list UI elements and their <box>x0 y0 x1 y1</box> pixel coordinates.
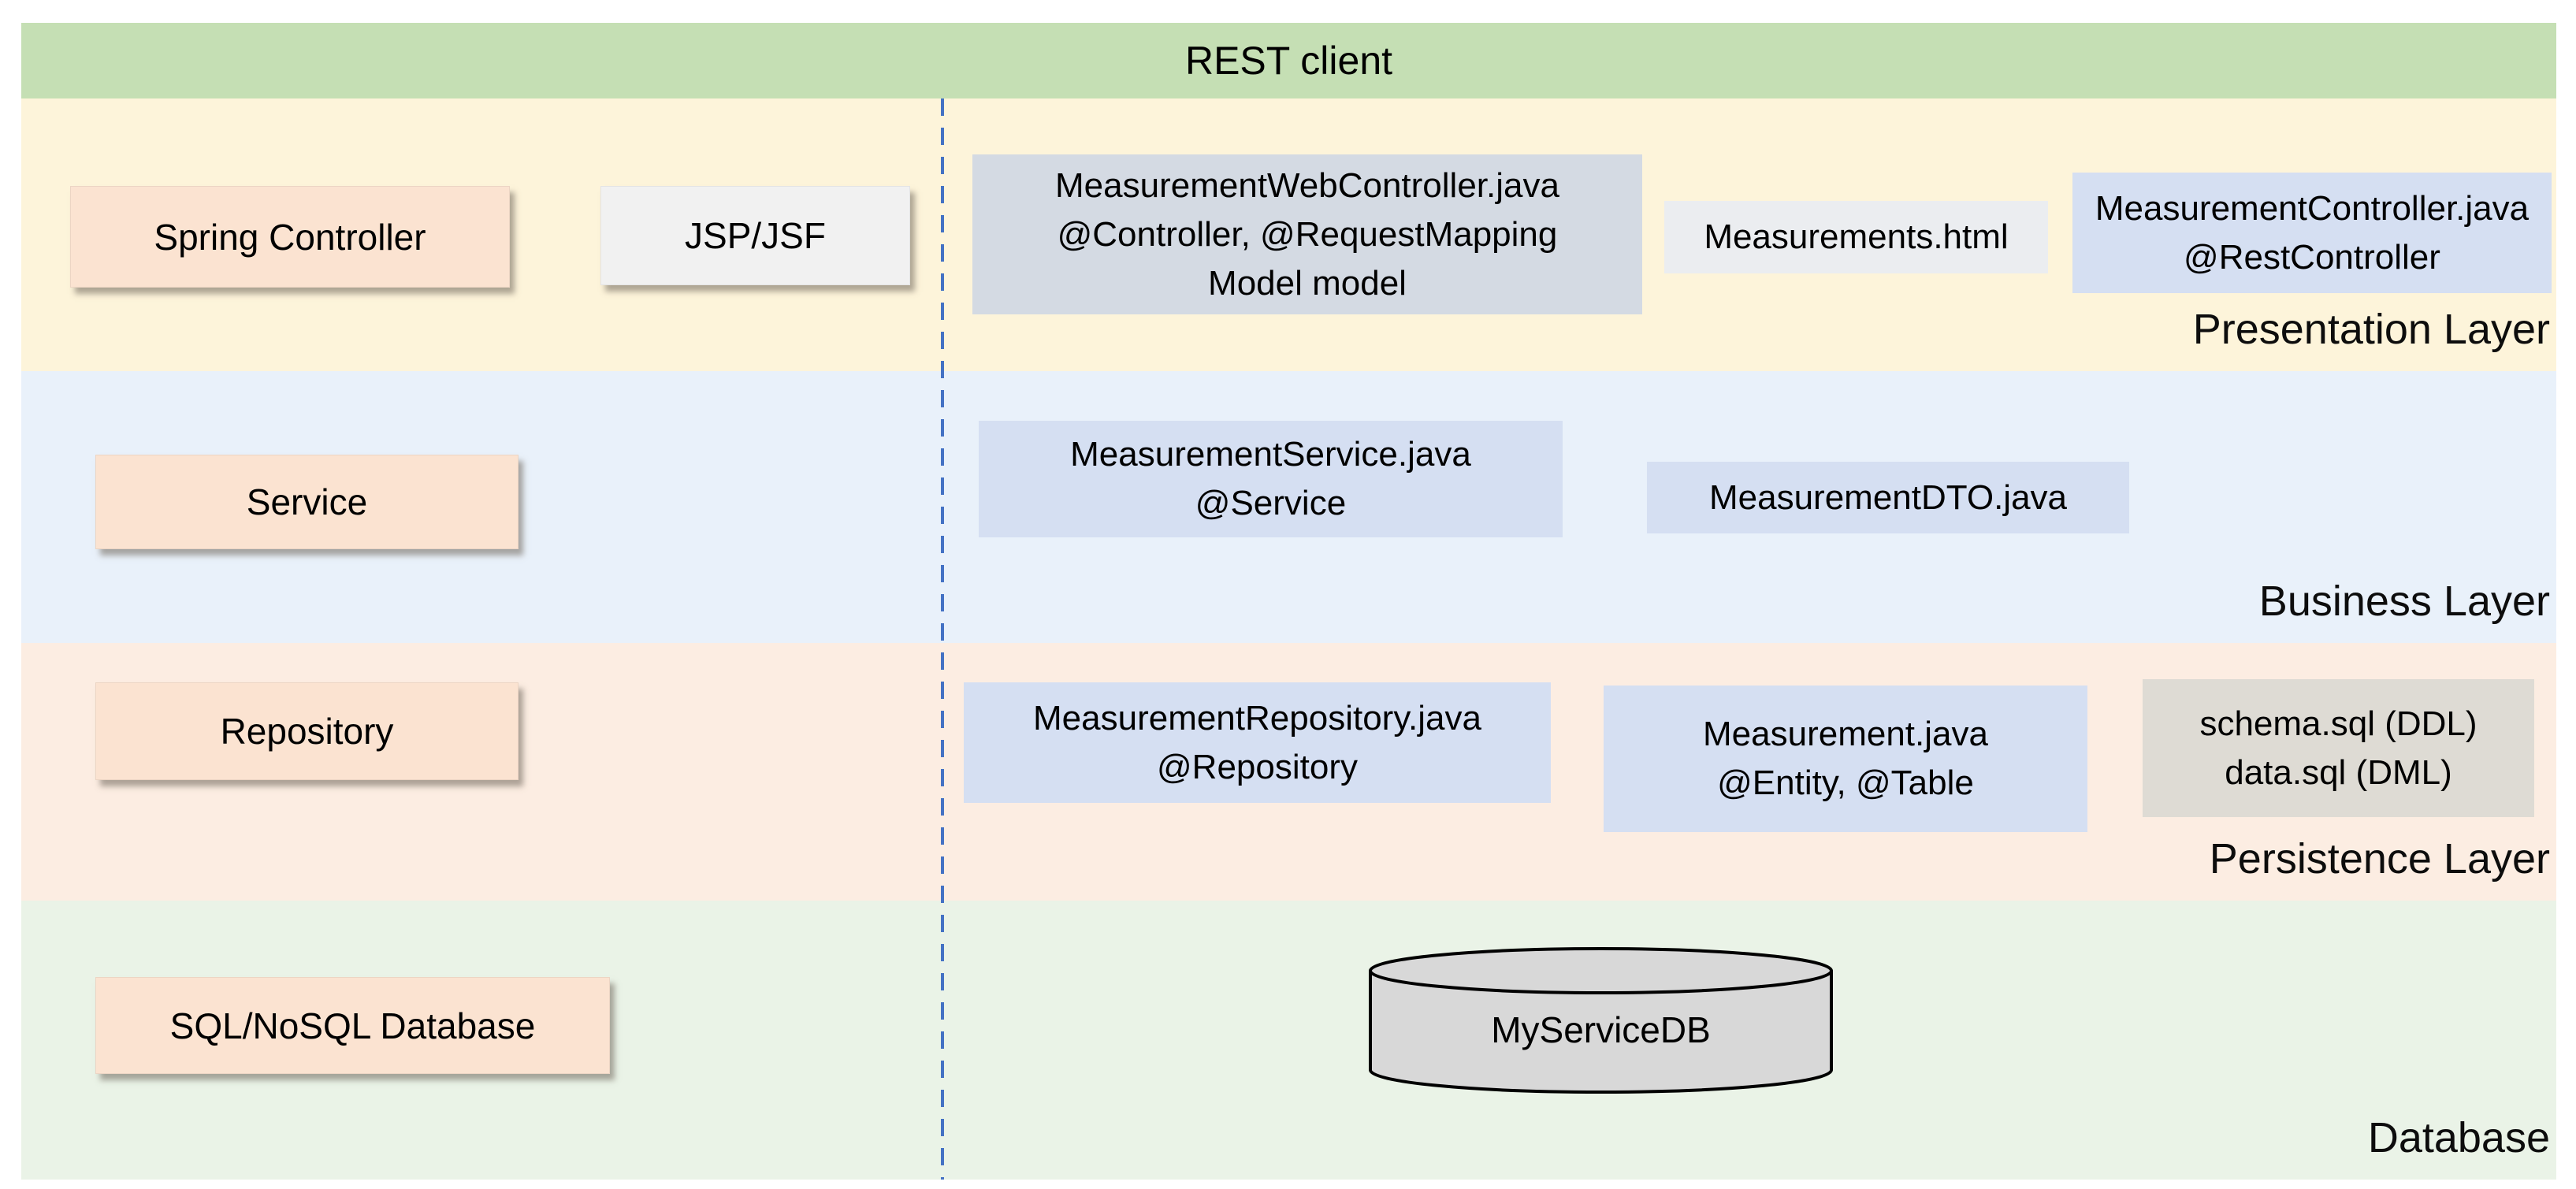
sql-nosql-database-label: SQL/NoSQL Database <box>169 1005 536 1046</box>
measurements-html-label: Measurements.html <box>1704 217 2009 256</box>
sql-files-text: schema.sql (DDL) data.sql (DML) <box>2199 704 2477 792</box>
sql-files-box: schema.sql (DDL) data.sql (DML) <box>2143 679 2534 817</box>
persistence-layer-label: Persistence Layer <box>2209 835 2550 882</box>
jsp-jsf-label: JSP/JSF <box>685 215 826 256</box>
dashed-separator <box>941 98 944 1180</box>
persistence-layer-band: Repository MeasurementRepository.java @R… <box>21 643 2556 901</box>
repository-box: Repository <box>95 682 519 780</box>
spring-controller-box: Spring Controller <box>70 186 510 288</box>
measurement-entity-text: Measurement.java @Entity, @Table <box>1703 715 1988 802</box>
sql-nosql-database-box: SQL/NoSQL Database <box>95 977 610 1074</box>
database-cylinder: MyServiceDB <box>1367 944 1834 1102</box>
presentation-layer-label: Presentation Layer <box>2192 306 2550 353</box>
database-layer-label: Database <box>2367 1114 2550 1161</box>
rest-client-label: REST client <box>1184 39 1393 83</box>
database-cylinder-icon <box>1369 947 1833 1094</box>
business-layer-label: Business Layer <box>2258 578 2550 625</box>
measurement-entity-box: Measurement.java @Entity, @Table <box>1604 686 2087 832</box>
presentation-layer-band: Spring Controller JSP/JSF MeasurementWeb… <box>21 98 2556 371</box>
spring-controller-label: Spring Controller <box>154 216 426 258</box>
jsp-jsf-box: JSP/JSF <box>600 186 910 285</box>
measurement-dto-label: MeasurementDTO.java <box>1708 477 2068 517</box>
business-layer-band: Service MeasurementService.java @Service… <box>21 371 2556 643</box>
measurement-repository-text: MeasurementRepository.java @Repository <box>1033 698 1481 786</box>
service-box: Service <box>95 455 519 549</box>
service-label: Service <box>246 481 368 522</box>
database-layer-band: SQL/NoSQL Database MyServiceDB Database <box>21 901 2556 1180</box>
rest-client-bar: REST client <box>21 23 2556 98</box>
measurement-controller-text: MeasurementController.java @RestControll… <box>2095 188 2530 277</box>
measurement-controller-box: MeasurementController.java @RestControll… <box>2072 173 2552 293</box>
measurement-repository-box: MeasurementRepository.java @Repository <box>964 682 1551 803</box>
measurement-web-controller-box: MeasurementWebController.java @Controlle… <box>972 154 1642 314</box>
measurement-service-text: MeasurementService.java @Service <box>1070 435 1471 522</box>
measurement-dto-box: MeasurementDTO.java <box>1647 462 2129 533</box>
measurement-web-controller-text: MeasurementWebController.java @Controlle… <box>1055 165 1559 303</box>
measurement-service-box: MeasurementService.java @Service <box>979 421 1563 537</box>
repository-label: Repository <box>220 711 394 752</box>
measurements-html-box: Measurements.html <box>1664 201 2048 273</box>
db-cylinder-label: MyServiceDB <box>1491 1009 1711 1050</box>
